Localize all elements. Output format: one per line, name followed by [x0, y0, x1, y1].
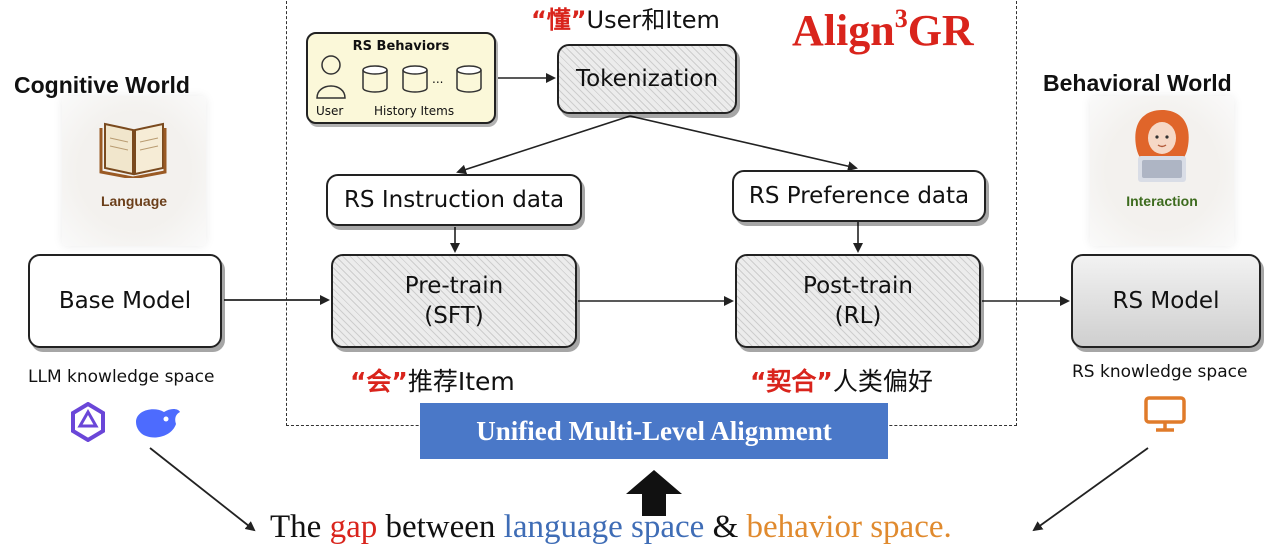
behavior-space-phrase: behavior space.	[746, 509, 952, 545]
top-caption-rest: User和Item	[586, 6, 720, 34]
caption-left-rest: 推荐Item	[407, 367, 515, 396]
llm-space-label: LLM knowledge space	[28, 367, 215, 387]
top-caption-quoted: “懂”	[531, 6, 587, 34]
figure-title: Align3GR	[792, 4, 974, 56]
gap-w1: The	[270, 509, 330, 545]
arrow-right-to-gap	[1032, 447, 1149, 532]
pretrain-line1: Pre-train	[404, 273, 504, 299]
pretrain-line2: (SFT)	[424, 303, 484, 329]
language-icon-label: Language	[100, 193, 168, 209]
pretrain-box: Pre-train (SFT)	[331, 254, 577, 348]
person-laptop-icon	[1135, 110, 1189, 182]
top-caption: “懂”User和Item	[531, 0, 720, 35]
monitor-icon	[1144, 396, 1186, 432]
language-card: Language	[62, 96, 206, 246]
language-space-phrase: language space	[503, 509, 705, 545]
caption-right-rest: 人类偏好	[832, 367, 933, 396]
behavioral-world-label: Behavioral World	[1043, 70, 1232, 96]
posttrain-line2: (RL)	[834, 303, 882, 329]
alignment-banner: Unified Multi-Level Alignment	[420, 403, 888, 459]
database-icon	[362, 65, 388, 93]
rs-behaviors-title: RS Behaviors	[352, 39, 450, 54]
gap-sentence: The gap between language space & behavio…	[270, 507, 952, 547]
interaction-icon-label: Interaction	[1126, 193, 1198, 209]
user-label: User	[316, 104, 344, 118]
posttrain-box: Post-train (RL)	[735, 254, 981, 348]
rs-model-box: RS Model	[1071, 254, 1261, 348]
gap-word: gap	[329, 509, 378, 545]
posttrain-line1: Post-train	[803, 273, 913, 299]
tokenization-box: Tokenization	[557, 44, 737, 114]
rs-space-label: RS knowledge space	[1072, 362, 1248, 382]
base-model-box: Base Model	[28, 254, 222, 348]
gap-w3: between	[377, 509, 504, 545]
history-items-label: History Items	[374, 104, 455, 118]
database-icon	[456, 65, 482, 93]
whale-logo-icon	[136, 409, 180, 438]
database-icon	[402, 65, 428, 93]
caption-left: “会”推荐Item	[350, 362, 515, 398]
cognitive-world-label: Cognitive World	[14, 72, 190, 98]
caption-right: “契合”人类偏好	[750, 362, 933, 398]
caption-left-quoted: “会”	[350, 367, 408, 396]
title-prefix: Align	[792, 6, 895, 55]
up-arrow-icon	[626, 470, 682, 516]
gap-w5: &	[704, 509, 747, 545]
preference-data-box: RS Preference data	[732, 170, 986, 222]
arrow-tokenization-to-preference	[629, 115, 858, 172]
user-icon	[316, 55, 346, 99]
caption-right-quoted: “契合”	[750, 367, 833, 396]
instruction-data-box: RS Instruction data	[326, 174, 582, 226]
book-icon	[99, 122, 167, 178]
star-logo-icon	[71, 402, 105, 442]
arrow-left-to-gap	[149, 447, 256, 532]
title-suffix: GR	[907, 6, 974, 55]
interaction-card: Interaction	[1090, 96, 1234, 246]
arrow-tokenization-to-instruction	[456, 115, 631, 175]
title-superscript: 3	[894, 4, 908, 33]
items-ellipsis: ...	[432, 72, 444, 86]
rs-behaviors-box: RS Behaviors ... User History Items	[306, 32, 496, 124]
